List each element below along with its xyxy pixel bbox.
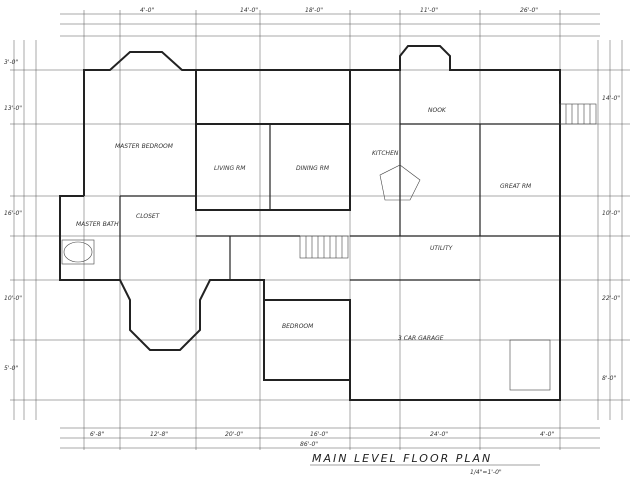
dim-right-3: 8'-0" [602,375,616,382]
dim-overall: 86'-0" [300,441,318,448]
dim-right-2: 22'-0" [602,295,620,302]
dim-right-0: 14'-0" [602,95,620,102]
dim-left-2: 16'-0" [4,210,22,217]
dim-bottom-1: 12'-8" [150,431,168,438]
drawing-title: MAIN LEVEL FLOOR PLAN [312,452,492,465]
dim-top-4: 26'-0" [520,7,538,14]
room-label-kitchen: KITCHEN [372,150,399,157]
dim-left-1: 13'-0" [4,105,22,112]
dim-bottom-2: 20'-0" [225,431,243,438]
title-block: MAIN LEVEL FLOOR PLAN 1/4"=1'-0" [310,452,540,476]
dim-bottom-5: 4'-0" [540,431,554,438]
room-label-master-bath: MASTER BATH [76,221,119,228]
room-label-master-bedroom: MASTER BEDROOM [115,143,174,150]
interior-walls [61,70,597,391]
drawing-scale: 1/4"=1'-0" [470,469,502,476]
room-labels: MASTER BEDROOM LIVING RM DINING RM KITCH… [76,107,532,342]
dim-top-3: 11'-0" [420,7,438,14]
room-label-garage: 3 CAR GARAGE [398,335,444,342]
room-label-dining-room: DINING RM [296,165,330,172]
exterior-walls [59,45,561,401]
room-label-living-room: LIVING RM [214,165,246,172]
dim-top-0: 4'-0" [140,7,154,14]
dim-bottom-3: 16'-0" [310,431,328,438]
dim-right-1: 10'-0" [602,210,620,217]
room-label-nook: NOOK [428,107,447,114]
dim-left-4: 5'-0" [4,365,18,372]
dimension-lines [10,10,630,450]
dimension-labels: 4'-0" 14'-0" 18'-0" 11'-0" 26'-0" 6'-8" … [4,7,620,448]
dim-top-2: 18'-0" [305,7,323,14]
dim-bottom-4: 24'-0" [430,431,448,438]
room-label-closet: CLOSET [136,213,161,220]
room-label-utility: UTILITY [430,245,454,252]
room-label-great-room: GREAT RM [500,183,532,190]
dim-bottom-0: 6'-8" [90,431,104,438]
dim-left-3: 10'-0" [4,295,22,302]
room-label-bedroom: BEDROOM [282,323,314,330]
dim-top-1: 14'-0" [240,7,258,14]
dim-left-0: 3'-0" [4,59,18,66]
